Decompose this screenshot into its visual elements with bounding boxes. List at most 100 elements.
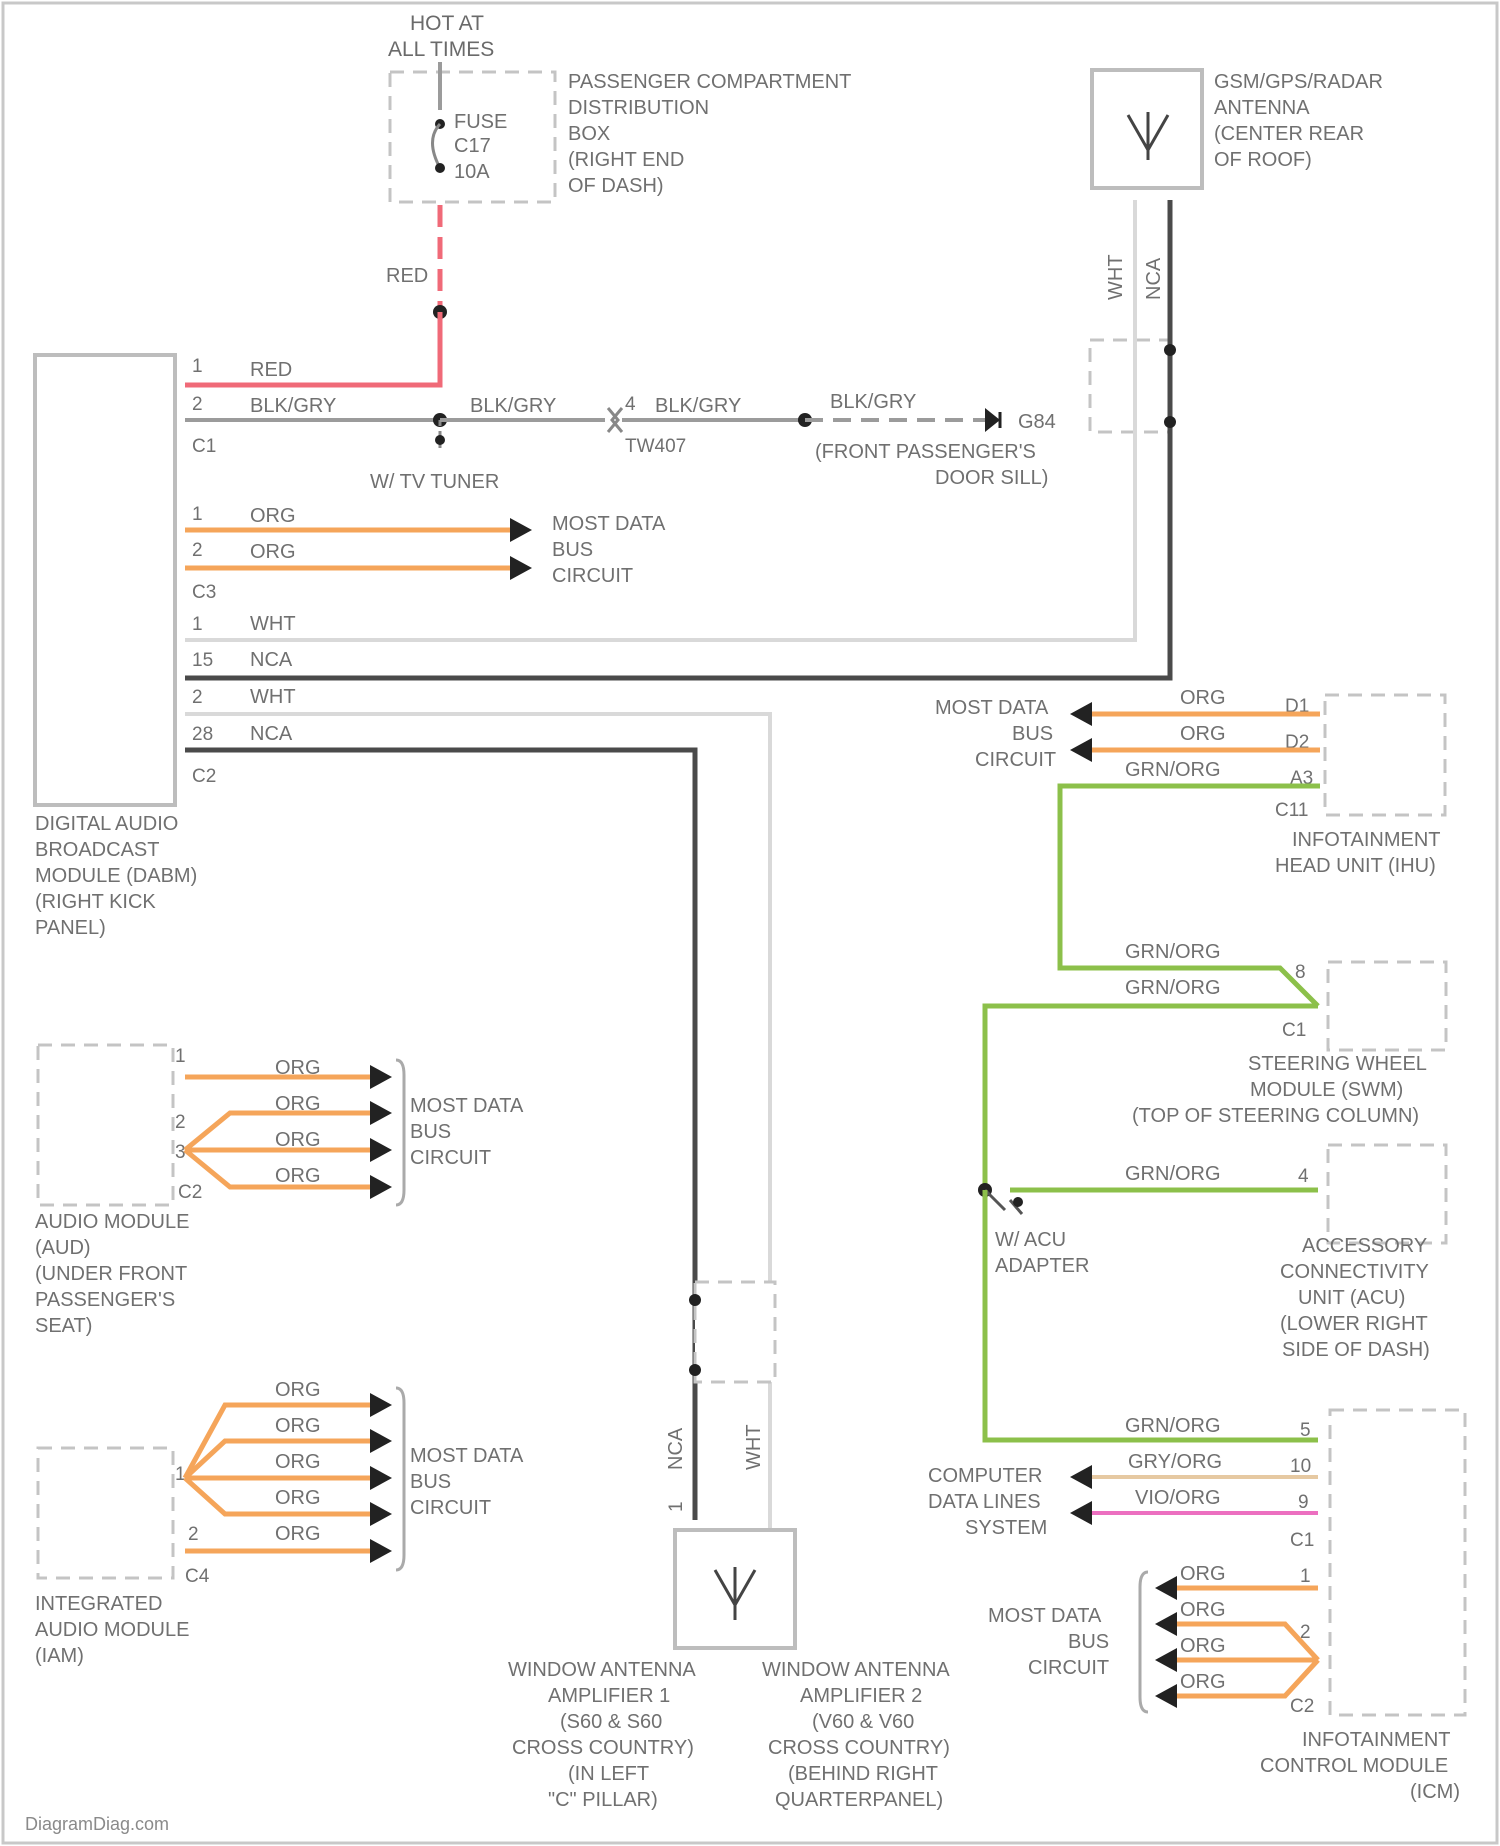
icm-c1-pin-2: 10 xyxy=(1290,1456,1311,1477)
dabm-c2-wire-2: NCA xyxy=(250,649,293,671)
box-label-4: (RIGHT END xyxy=(568,149,684,171)
window-antenna-amplifiers: NCA 1 WHT WINDOW ANTENNA AMPLIFIER 1 (S6… xyxy=(508,1282,950,1811)
ihu-wire-3: GRN/ORG xyxy=(1125,759,1221,781)
iam-wire-2: ORG xyxy=(275,1415,321,1437)
aud-wire-4: ORG xyxy=(275,1165,321,1187)
icm-label-3: (ICM) xyxy=(1410,1781,1460,1803)
arrow-icon xyxy=(370,1101,392,1125)
acu-label-1: ACCESSORY xyxy=(1302,1235,1427,1257)
dab-module: DIGITAL AUDIO BROADCAST MODULE (DABM) (R… xyxy=(35,355,1056,1548)
fuse-label-1: FUSE xyxy=(454,111,507,133)
gps-label-3: (CENTER REAR xyxy=(1214,123,1364,145)
icm-label-1: INFOTAINMENT xyxy=(1302,1729,1451,1751)
iam-wire-3: ORG xyxy=(275,1451,321,1473)
dabm-label-3: MODULE (DABM) xyxy=(35,865,197,887)
amp1-label-2: AMPLIFIER 1 xyxy=(548,1685,670,1707)
swm-label-1: STEERING WHEEL xyxy=(1248,1053,1427,1075)
arrow-icon xyxy=(1155,1612,1177,1636)
grnorg-wire-icm xyxy=(985,1190,1318,1440)
fuse-terminal-bottom xyxy=(435,163,445,173)
ihu-wire-2: ORG xyxy=(1180,723,1226,745)
ihu-label-2: HEAD UNIT (IHU) xyxy=(1275,855,1436,877)
iam-label-3: (IAM) xyxy=(35,1645,84,1667)
adapter-label-1: W/ ACU xyxy=(995,1229,1066,1251)
iam-wire-4: ORG xyxy=(275,1487,321,1509)
iam-label-1: INTEGRATED xyxy=(35,1593,162,1615)
icm-c2-connector: C2 xyxy=(1290,1696,1314,1717)
arrow-icon xyxy=(1155,1648,1177,1672)
ihu-most-label-3: CIRCUIT xyxy=(975,749,1056,771)
gps-nca-terminal-2 xyxy=(1164,416,1176,428)
aud-label-2: (AUD) xyxy=(35,1237,91,1259)
icm-c1-wire-3: VIO/ORG xyxy=(1135,1487,1221,1509)
iam-label-2: AUDIO MODULE xyxy=(35,1619,189,1641)
amp2-label-6: QUARTERPANEL) xyxy=(775,1789,943,1811)
iam-most-label-1: MOST DATA xyxy=(410,1445,524,1467)
arrow-icon xyxy=(370,1539,392,1563)
gps-wht-label: WHT xyxy=(1105,254,1127,300)
aud-most-label-2: BUS xyxy=(410,1121,451,1143)
amp-terminal-2 xyxy=(689,1364,701,1376)
audio-module: AUDIO MODULE (AUD) (UNDER FRONT PASSENGE… xyxy=(35,1045,524,1337)
dabm-c1-wire2: BLK/GRY xyxy=(250,395,336,417)
amp2-label-3: (V60 & V60 xyxy=(812,1711,914,1733)
ihu-most-label-2: BUS xyxy=(1012,723,1053,745)
icm-c1-pin-3: 9 xyxy=(1298,1492,1309,1513)
dabm-c3-wire2: ORG xyxy=(250,541,296,563)
aud-most-label-1: MOST DATA xyxy=(410,1095,524,1117)
fuse-label-3: 10A xyxy=(454,161,490,183)
amp2-wire-label: WHT xyxy=(743,1424,765,1470)
icm-most-label-3: CIRCUIT xyxy=(1028,1657,1109,1679)
bracket xyxy=(396,1060,404,1205)
integrated-audio-module: INTEGRATED AUDIO MODULE (IAM) 1 2 C4 ORG… xyxy=(35,1379,524,1667)
arrow-icon xyxy=(1070,1501,1092,1525)
dabm-c1-pin2: 2 xyxy=(192,394,203,415)
inline-connector-gps xyxy=(1090,340,1170,432)
aud-label-3: (UNDER FRONT xyxy=(35,1263,187,1285)
aud-most-label-3: CIRCUIT xyxy=(410,1147,491,1169)
dabm-c2-pin-1: 1 xyxy=(192,614,203,635)
arrow-icon xyxy=(370,1065,392,1089)
acu-label-5: SIDE OF DASH) xyxy=(1282,1339,1430,1361)
amp2-label-5: (BEHIND RIGHT xyxy=(788,1763,938,1785)
inline-pin: 4 xyxy=(625,394,636,415)
amp2-label-2: AMPLIFIER 2 xyxy=(800,1685,922,1707)
icm-label-2: CONTROL MODULE xyxy=(1260,1755,1448,1777)
dabm-most-label-1: MOST DATA xyxy=(552,513,666,535)
arrow-icon xyxy=(370,1429,392,1453)
box-label-5: OF DASH) xyxy=(568,175,664,197)
ground-label: G84 xyxy=(1018,411,1056,433)
inline-connector-icon xyxy=(608,408,622,432)
wht-wire-amp2 xyxy=(185,714,770,1548)
ground-arrow-icon xyxy=(985,408,1000,432)
acu-label-4: (LOWER RIGHT xyxy=(1280,1313,1428,1335)
aud-label-1: AUDIO MODULE xyxy=(35,1211,189,1233)
gps-antenna: GSM/GPS/RADAR ANTENNA (CENTER REAR OF RO… xyxy=(185,70,1383,678)
icm-box xyxy=(1330,1410,1465,1715)
icm-c2-wire-1: ORG xyxy=(1180,1563,1226,1585)
arrow-icon xyxy=(370,1502,392,1526)
iam-most-label-3: CIRCUIT xyxy=(410,1497,491,1519)
arrow-icon xyxy=(1070,738,1092,762)
icm-c1-wire-2: GRY/ORG xyxy=(1128,1451,1222,1473)
icm-c1-pin-1: 5 xyxy=(1300,1420,1311,1441)
aud-pin-1: 1 xyxy=(175,1046,186,1067)
arrow-icon xyxy=(370,1393,392,1417)
dabm-most-label-3: CIRCUIT xyxy=(552,565,633,587)
dabm-c3-connector: C3 xyxy=(192,582,216,603)
swm-pin: 8 xyxy=(1295,962,1306,983)
dabm-c2-pin-2: 15 xyxy=(192,650,213,671)
dabm-c2-pin-4: 28 xyxy=(192,724,213,745)
red-wire-label: RED xyxy=(386,265,428,287)
aud-pin-2: 2 xyxy=(175,1112,186,1133)
iam-most-label-2: BUS xyxy=(410,1471,451,1493)
icm-most-label-1: MOST DATA xyxy=(988,1605,1102,1627)
dabm-c3-pin2: 2 xyxy=(192,540,203,561)
arrow-icon xyxy=(1070,702,1092,726)
power-feed: HOT AT ALL TIMES FUSE C17 10A PASSENGER … xyxy=(185,12,851,385)
dabm-c2-connector: C2 xyxy=(192,766,216,787)
acu-pin: 4 xyxy=(1298,1166,1309,1187)
iam-wire-5: ORG xyxy=(275,1523,321,1545)
swm-wire-2: GRN/ORG xyxy=(1125,977,1221,999)
swm-connector: C1 xyxy=(1282,1020,1306,1041)
